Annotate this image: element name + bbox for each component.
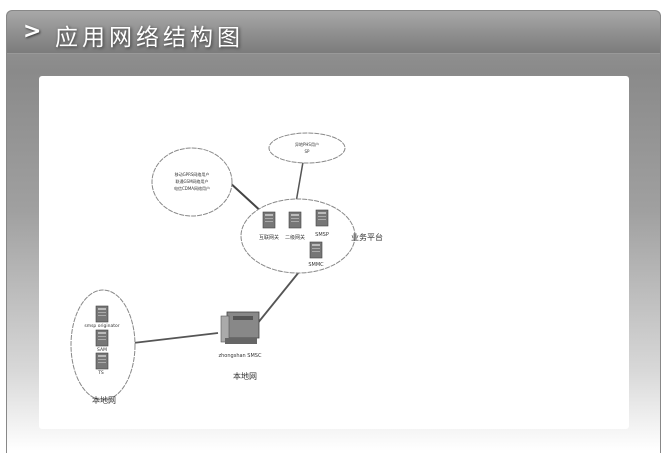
cloud-remote-line: 异地PHS用户 [295, 141, 319, 147]
cloud-operators-line: 移动GPRS网络用户 [175, 171, 210, 177]
link-local-smsc [132, 332, 219, 344]
server-icon [315, 209, 329, 227]
server-label: SMMC [308, 262, 324, 268]
cloud-operators [151, 147, 233, 217]
panel-header: > 应用网络结构图 [7, 11, 660, 54]
server-icon [262, 211, 276, 229]
chevron-right-icon: > [23, 19, 42, 44]
server-icon [95, 352, 109, 370]
server-icon [95, 305, 109, 323]
platform-label: 业务平台 [351, 232, 383, 242]
server-label: TS [97, 370, 104, 376]
server-label: SMSP [315, 232, 329, 238]
server-icon [288, 211, 302, 229]
link-platform-smsc [256, 271, 300, 325]
server-icon [309, 241, 323, 259]
server-icon [95, 329, 109, 347]
server-label: 二级网关 [285, 234, 305, 241]
smsc-network-label: 本地网 [233, 371, 257, 381]
server-label: SAM [97, 347, 107, 353]
cloud-remote-line: SP [305, 149, 311, 154]
cloud-operators-line: 联通GSM网络用户 [175, 178, 208, 184]
page-title: 应用网络结构图 [55, 25, 244, 51]
link-operators-gateway [227, 180, 265, 215]
cloud-operators-line: 电信CDMA网络用户 [174, 185, 210, 191]
server-label: smsp originator [84, 323, 119, 329]
smsc-label: zhongshan SMSC [219, 353, 262, 359]
server-label: 互联网关 [259, 234, 279, 241]
smsc-server-icon [220, 311, 260, 344]
local-network-label: 本地网 [92, 395, 116, 405]
cloud-remote [268, 132, 346, 164]
